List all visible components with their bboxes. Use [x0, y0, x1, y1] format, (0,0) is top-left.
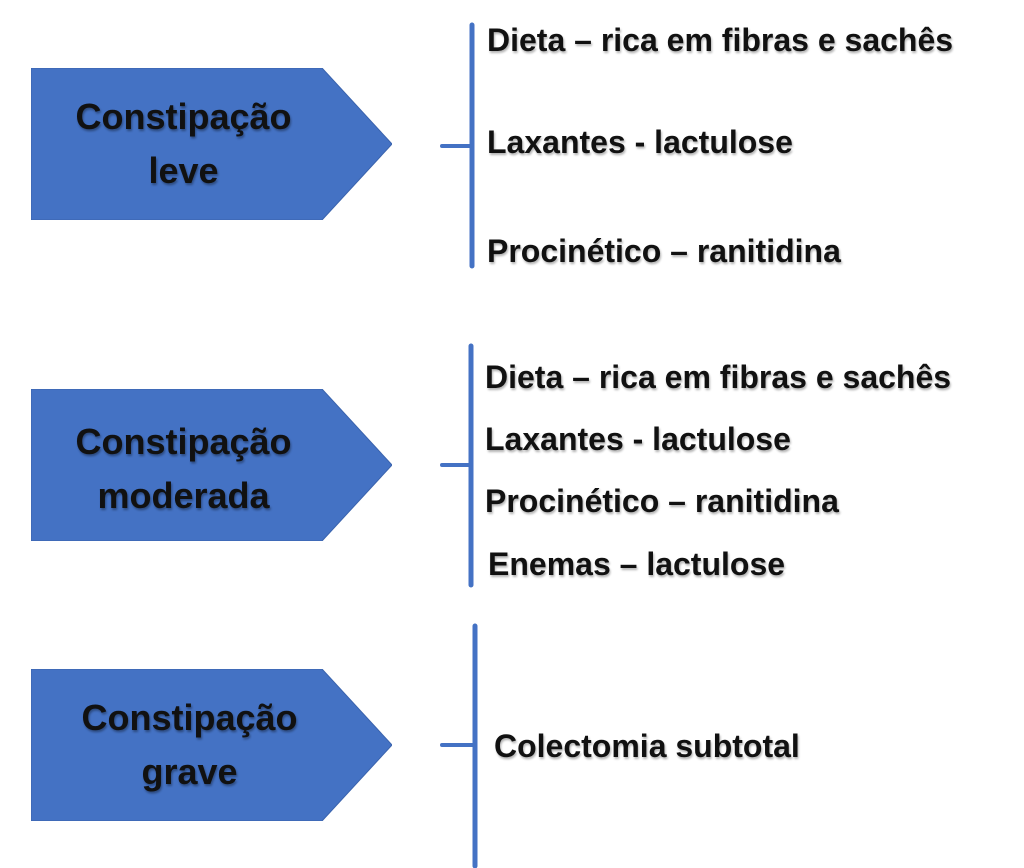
arrow-label-moderada: Constipação moderada [31, 393, 336, 545]
item-moderada-3: Procinético – ranitidina [485, 483, 839, 519]
arrow-constipacao-grave: Constipação grave [31, 669, 392, 821]
label-line-2: moderada [97, 475, 270, 516]
item-leve-1: Dieta – rica em fibras e sachês [487, 22, 954, 58]
item-grave-1: Colectomia subtotal [494, 728, 800, 764]
arrow-constipacao-leve: Constipação leve [31, 68, 392, 220]
item-moderada-2: Laxantes - lactulose [485, 421, 791, 457]
label-line-1: Constipação [75, 96, 292, 137]
item-leve-3: Procinético – ranitidina [487, 233, 841, 269]
item-moderada-4: Enemas – lactulose [488, 546, 786, 582]
item-leve-2: Laxantes - lactulose [487, 124, 793, 160]
label-line-2: grave [141, 751, 238, 792]
item-moderada-1: Dieta – rica em fibras e sachês [485, 359, 952, 395]
bracket-grave [438, 623, 482, 868]
arrow-label-leve: Constipação leve [31, 68, 336, 220]
label-line-1: Constipação [75, 421, 292, 462]
bracket-moderada [438, 343, 478, 589]
arrow-label-grave: Constipação grave [37, 669, 342, 821]
label-line-1: Constipação [81, 697, 298, 738]
bracket-leve [438, 22, 478, 270]
label-line-2: leve [148, 150, 219, 191]
arrow-constipacao-moderada: Constipação moderada [31, 389, 392, 541]
